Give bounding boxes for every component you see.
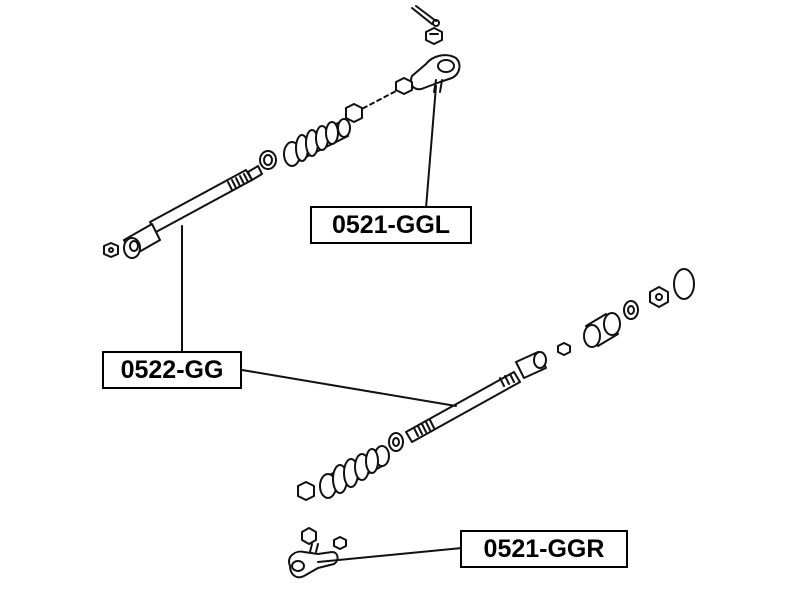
boot-clamp-nut-lower bbox=[297, 481, 315, 501]
ring-upper bbox=[259, 150, 277, 170]
cotter-pin-upper bbox=[411, 5, 440, 27]
lock-nut-upper bbox=[395, 77, 413, 95]
bellows-boot-upper bbox=[283, 118, 351, 167]
inner-ball-joint-lower bbox=[515, 351, 547, 379]
part-label-0521-ggl: 0521-GGL bbox=[310, 206, 472, 244]
end-nut-upper bbox=[103, 242, 119, 258]
cotter-pin-lower bbox=[333, 536, 347, 550]
leader-line-ggl bbox=[425, 85, 437, 209]
inner-ball-joint-upper bbox=[123, 223, 161, 259]
part-label-0522-gg: 0522-GG bbox=[102, 351, 242, 389]
ring-lower bbox=[388, 432, 404, 452]
bellows-boot-lower bbox=[319, 445, 390, 499]
bushing-lower bbox=[583, 312, 621, 348]
small-bolt-lower bbox=[557, 342, 571, 356]
washer-lower bbox=[623, 300, 639, 320]
leader-line-gg-lower bbox=[241, 369, 457, 407]
boot-clamp-nut-upper bbox=[345, 103, 363, 123]
axial-rod-lower bbox=[405, 371, 521, 443]
axial-rod-upper bbox=[149, 165, 263, 233]
tie-rod-end-right bbox=[288, 543, 339, 579]
castle-nut-lower bbox=[301, 527, 317, 545]
tie-rod-end-left bbox=[410, 54, 461, 93]
ring-lower-large bbox=[673, 268, 695, 300]
leader-line-ggr bbox=[317, 547, 463, 563]
part-label-0521-ggr: 0521-GGR bbox=[460, 530, 628, 568]
castle-nut-upper bbox=[425, 27, 443, 45]
nut-lower bbox=[649, 286, 669, 308]
